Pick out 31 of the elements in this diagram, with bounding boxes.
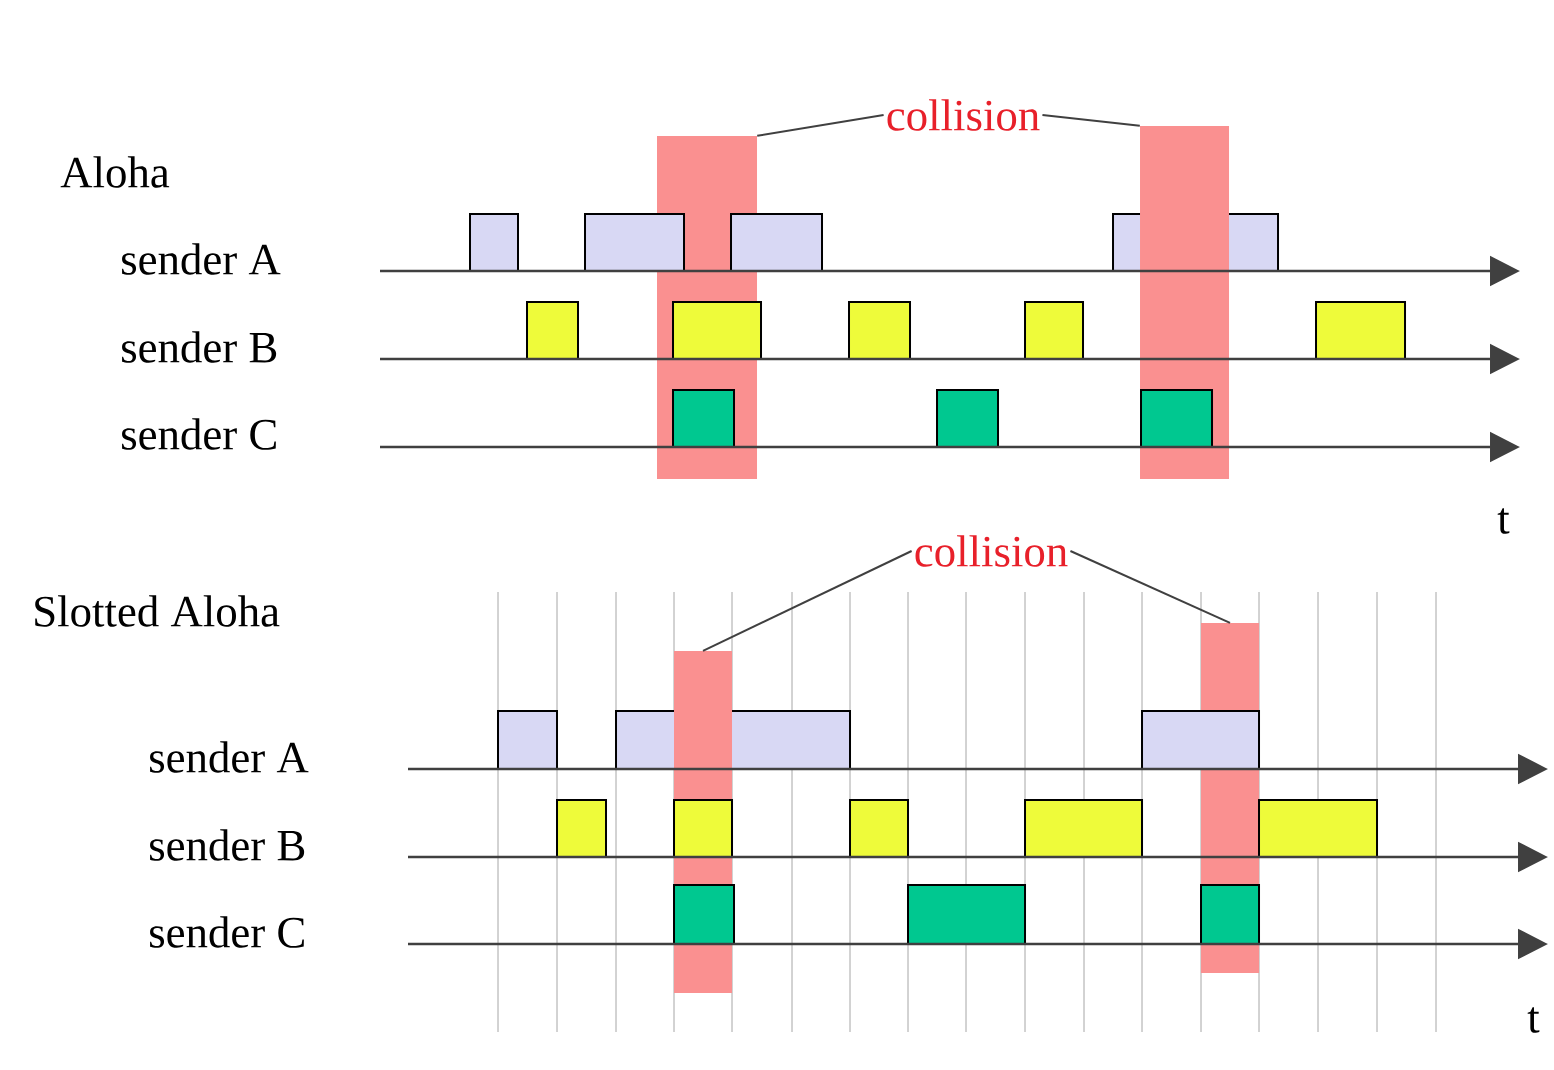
leader-line [702, 550, 913, 652]
collision-label: collision [915, 535, 1068, 567]
sender-label: sender B [122, 331, 277, 363]
leader-line [1041, 114, 1141, 127]
packet [1024, 301, 1084, 360]
packet [907, 884, 1026, 945]
sender-label: sender C [122, 418, 276, 450]
packet [497, 710, 558, 770]
axis-label: t [1527, 1007, 1540, 1033]
packet [526, 301, 579, 360]
packet [848, 301, 911, 360]
packet [469, 213, 519, 272]
packet [1141, 710, 1260, 770]
packet [849, 799, 909, 858]
packet [584, 213, 685, 272]
leader-line [1069, 550, 1231, 624]
collision-label: collision [887, 99, 1040, 131]
sender-label: sender A [150, 741, 309, 773]
section-title: Aloha [60, 156, 170, 188]
leader-line [756, 114, 885, 137]
packet [556, 799, 607, 858]
sender-label: sender C [150, 916, 304, 948]
axis-label: t [1497, 508, 1510, 534]
packet [1024, 799, 1143, 858]
section-title: Slotted Aloha [35, 595, 280, 627]
packet [1258, 799, 1378, 858]
packet [730, 213, 823, 272]
packet [1315, 301, 1406, 360]
sender-label: sender B [150, 829, 305, 861]
sender-label: sender A [122, 243, 281, 275]
packet [936, 389, 999, 448]
